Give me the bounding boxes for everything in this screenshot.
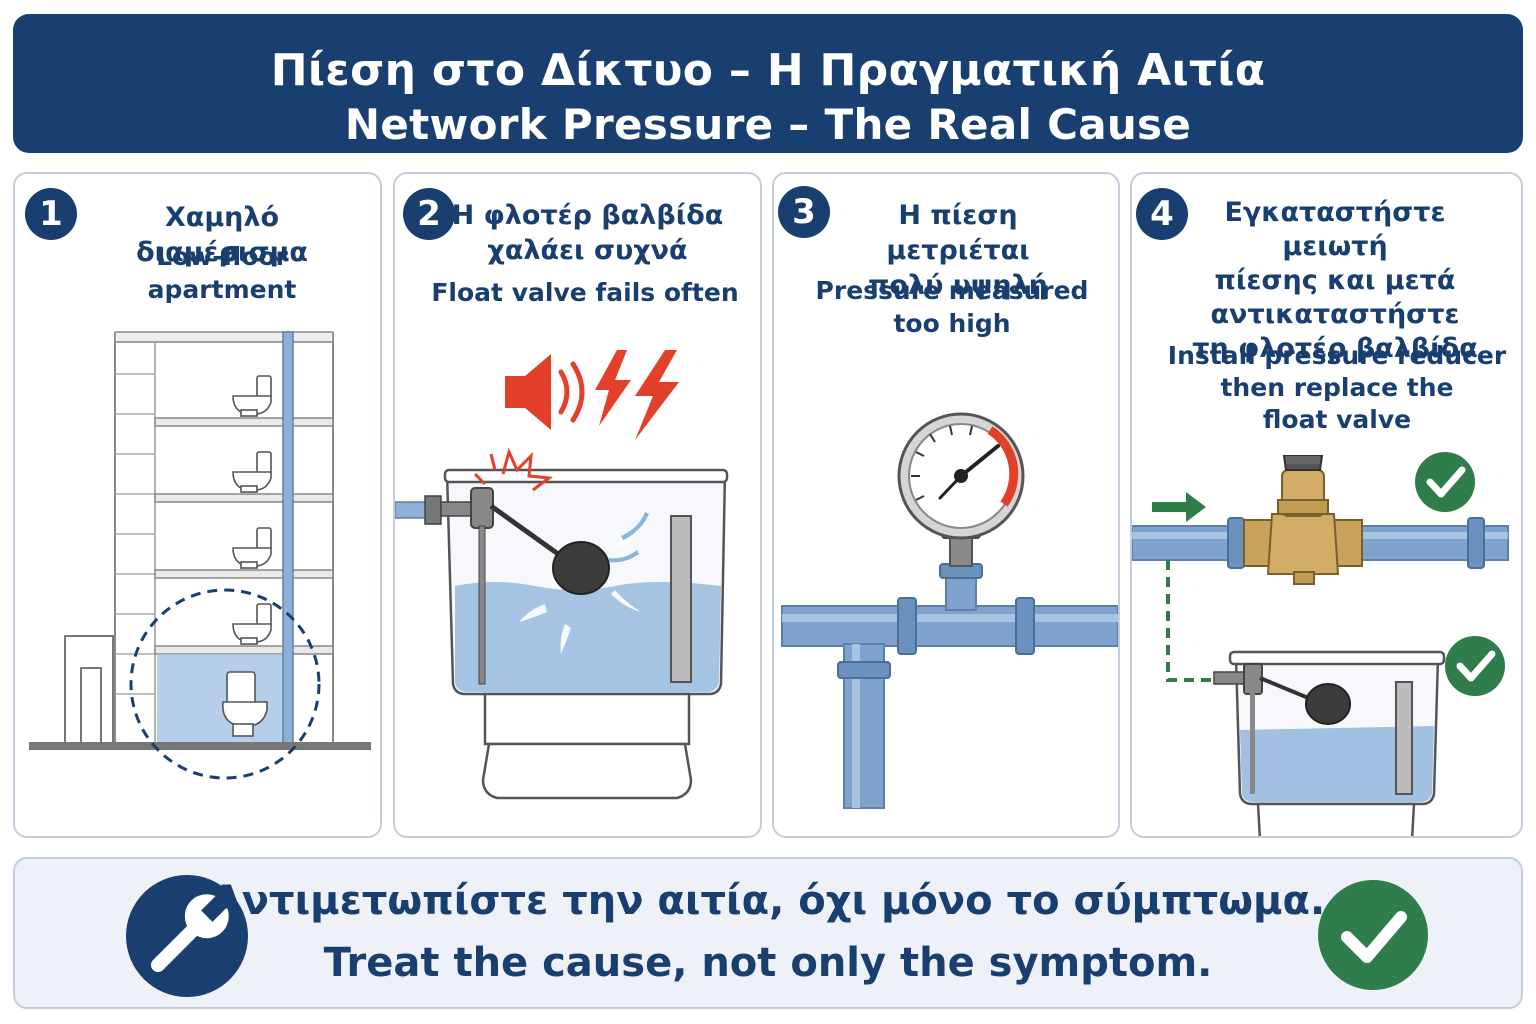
wrench-icon [126,875,248,997]
step-title-greek: Εγκαταστήστε μειωτή πίεσης και μετά αντι… [1192,197,1478,364]
pressure-reducer-valve [1243,455,1363,585]
footer-message-greek: Αντιμετωπίστε την αιτία, όχι μόνο το σύμ… [210,878,1326,924]
step-title-greek: Η φλοτέρ βαλβίδα χαλάει συχνά [451,200,724,266]
header-title-greek: Πίεση στο Δίκτυο – Η Πραγματική Αιτία [270,45,1266,96]
step-number-badge: 2 [403,188,455,240]
lightning-icon [595,350,679,440]
step-panel-1: 1 Χαμηλό διαμέρισμα Low-floor apartment [13,172,382,838]
header-banner: Πίεση στο Δίκτυο – Η Πραγματική Αιτία Ne… [13,14,1523,153]
arrow-right-icon [1152,492,1206,522]
step-panel-3: 3 Η πίεση μετριέται πολύ υψηλή Pressure … [772,172,1120,838]
footer-message-english: Treat the cause, not only the symptom. [323,940,1213,986]
step-number-badge: 3 [778,186,830,238]
check-icon [1318,880,1428,990]
step-title-english: Install pressure reducer then replace th… [1167,341,1507,434]
speaker-icon [505,354,585,430]
step-title-english: Float valve fails often [431,278,739,307]
footer-banner: Αντιμετωπίστε την αιτία, όχι μόνο το σύμ… [13,857,1523,1009]
step-number-badge: 1 [25,188,77,240]
step-title-english: Pressure measured too high [815,276,1089,338]
step-number-badge: 4 [1136,188,1188,240]
step-panel-2: 2 Η φλοτέρ βαλβίδα χαλάει συχνά Float va… [393,172,762,838]
toilet-icon [222,375,272,737]
step-panel-4: 4 Εγκαταστήστε μειωτή πίεσης και μετά αν… [1130,172,1523,838]
check-icon [1415,452,1475,512]
step-title-greek: Χαμηλό διαμέρισμα [136,202,308,268]
header-title-english: Network Pressure – The Real Cause [344,100,1192,149]
step-title-english: Low-floor apartment [147,242,297,304]
step-title-greek: Η πίεση μετριέται πολύ υψηλή [868,200,1048,301]
check-icon [1445,636,1505,696]
building-illustration [29,331,371,780]
pressure-gauge-icon [897,412,1025,540]
